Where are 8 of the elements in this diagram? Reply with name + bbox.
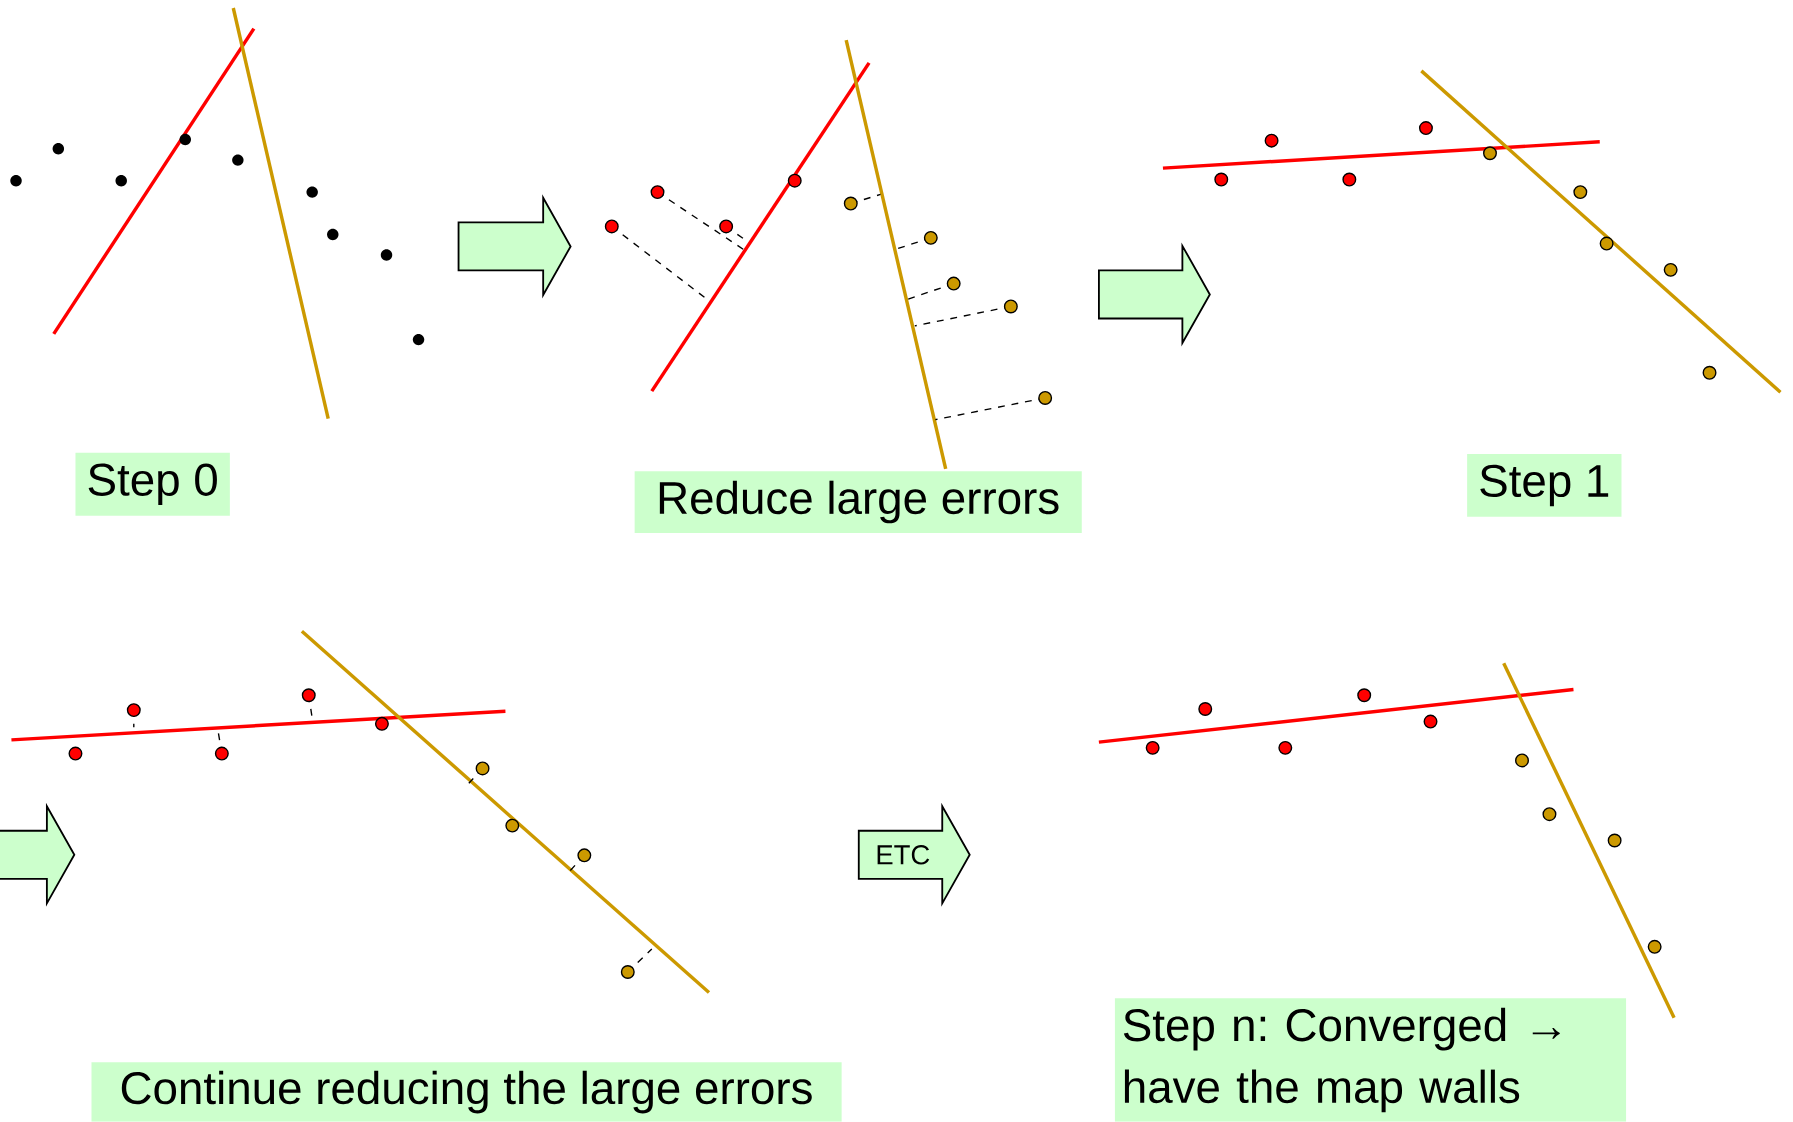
block-arrow: [1098, 242, 1211, 347]
block-arrow: [0, 802, 76, 907]
step-label: Step 1: [1467, 454, 1622, 517]
step-label: Reduce large errors: [634, 471, 1082, 533]
block-arrow: [457, 194, 572, 299]
step-label: Step n: Converged → have the map walls: [1114, 998, 1627, 1122]
step-label: Step 0: [75, 452, 230, 516]
step-label: Continue reducing the large errors: [91, 1062, 842, 1122]
